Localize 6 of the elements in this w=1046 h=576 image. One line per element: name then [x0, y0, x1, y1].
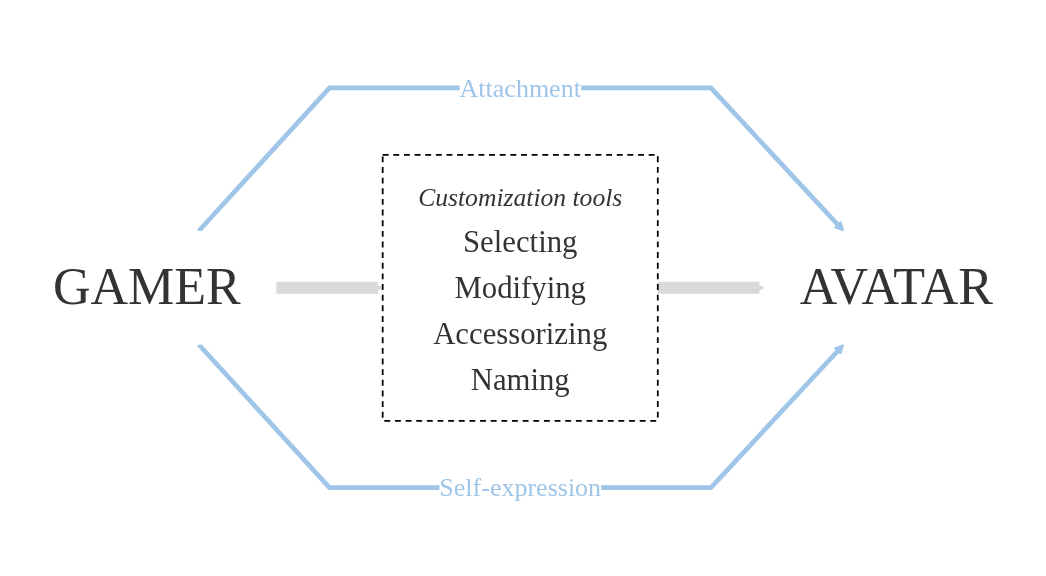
arrow [657, 282, 765, 294]
edge-label: Self-expression [439, 473, 602, 503]
node-box: Customization tools Selecting Modifying Accessorizing Naming [381, 154, 659, 422]
node-text: AVATAR [799, 258, 994, 317]
node-text: GAMER [52, 258, 241, 317]
edge-label: Attachment [459, 73, 581, 103]
